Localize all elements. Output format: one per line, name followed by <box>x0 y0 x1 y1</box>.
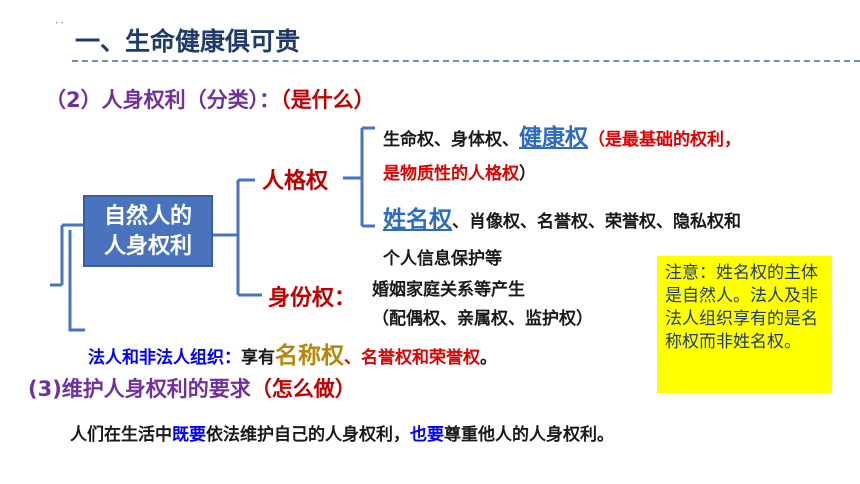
conclusion-keyword-2: 也要 <box>410 425 444 445</box>
root-node-line2: 人身权利 <box>103 234 192 259</box>
material-note: 是物质性的人格权 <box>383 164 519 184</box>
other-personality-rights: 、肖像权、名誉权、荣誉权、隐私权和 <box>452 212 741 232</box>
page-title: 一、生命健康俱可贵 <box>75 27 301 56</box>
conclusion-sentence: 人们在生活中既要依法维护自己的人身权利，也要尊重他人的人身权利。 <box>70 420 614 445</box>
root-node-line1: 自然人的 <box>103 204 192 229</box>
legal-person-end: 。 <box>480 348 497 368</box>
legal-name-right: 名称权 <box>275 343 344 369</box>
legal-person-row: 法人和非法人组织：享有名称权、名誉权和荣誉权。 <box>88 336 497 370</box>
title-decoration: • • <box>55 20 64 27</box>
conclusion-part-1: 人们在生活中 <box>70 425 172 445</box>
material-close: ） <box>519 164 536 184</box>
name-right: 姓名权 <box>383 207 452 233</box>
subheading-classification: （2）人身权利（分类）：（是什么） <box>45 84 375 114</box>
personality-row-material: 是物质性的人格权） <box>383 159 536 184</box>
life-rights-prefix: 生命权、身体权、 <box>383 130 519 150</box>
category-bracket <box>213 178 262 297</box>
subheading-requirements-highlight: （怎么做） <box>250 377 356 401</box>
identity-rights-label: 身份权： <box>268 286 357 311</box>
note-text: 注意：姓名权的主体是自然人。法人及非法人组织享有的是名称权而非姓名权。 <box>665 263 818 352</box>
legal-person-prefix: 法人和非法人组织： <box>88 348 241 368</box>
title-divider <box>72 60 860 62</box>
legal-person-have: 享有 <box>241 348 275 368</box>
health-right-note: （是最基础的权利， <box>588 130 741 150</box>
personality-row-name: 姓名权、肖像权、名誉权、荣誉权、隐私权和 <box>383 200 741 234</box>
personality-row-info: 个人信息保护等 <box>383 249 502 269</box>
subheading-classification-highlight: （是什么） <box>280 88 375 112</box>
personality-rights-label: 人格权 <box>262 169 329 194</box>
personality-row-life: 生命权、身体权、健康权（是最基础的权利， <box>383 118 741 152</box>
subheading-requirements: (3)维护人身权利的要求（怎么做） <box>28 373 356 403</box>
personality-bracket <box>343 126 375 228</box>
conclusion-part-3: 尊重他人的人身权利。 <box>444 425 614 445</box>
conclusion-keyword-1: 既要 <box>172 425 206 445</box>
legal-person-other-rights: 、名誉权和荣誉权 <box>344 348 480 368</box>
root-bracket <box>50 223 85 332</box>
health-right: 健康权 <box>519 125 588 151</box>
note-box: 注意：姓名权的主体是自然人。法人及非法人组织享有的是名称权而非姓名权。 <box>657 256 832 393</box>
root-node-box: 自然人的 人身权利 <box>83 195 213 267</box>
conclusion-part-2: 依法维护自己的人身权利， <box>206 425 410 445</box>
identity-origin: 婚姻家庭关系等产生 <box>372 280 525 300</box>
subheading-requirements-text: (3)维护人身权利的要求 <box>28 377 251 401</box>
identity-list: （配偶权、亲属权、监护权） <box>372 309 593 329</box>
subheading-classification-text: （2）人身权利（分类）： <box>45 88 281 112</box>
